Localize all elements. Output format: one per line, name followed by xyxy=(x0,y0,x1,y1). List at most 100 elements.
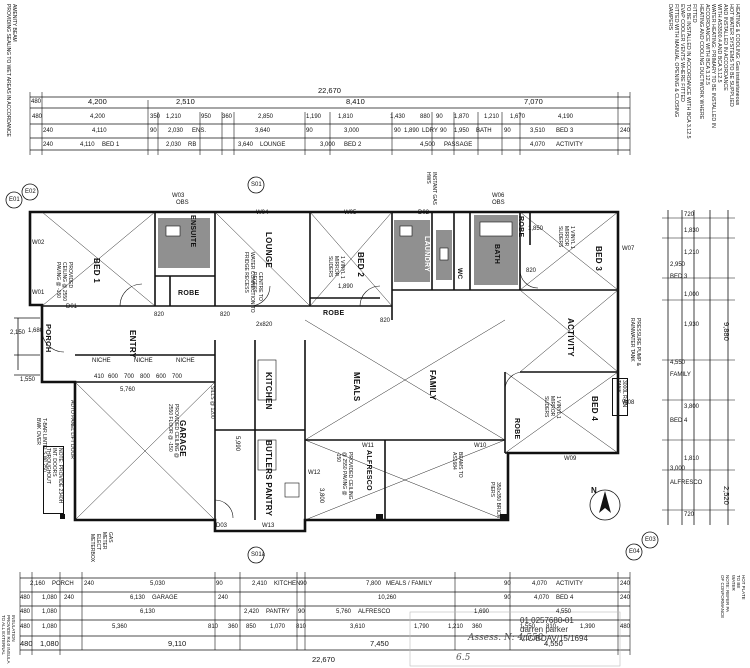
bottom-dim: 850 xyxy=(246,624,257,630)
window-code: W11 xyxy=(362,443,374,449)
room-label-robe2: ROBE xyxy=(323,310,345,317)
niche-label: NICHE xyxy=(176,358,195,364)
instant-gas-note: INSTANT GAS HWS xyxy=(425,172,437,205)
bottom-dim: 90 xyxy=(298,609,305,615)
dim-label: BATH xyxy=(476,128,492,134)
window-code: W08 xyxy=(622,400,635,406)
room-label-lounge: LOUNGE xyxy=(264,232,273,269)
note-line: TO ALL EXTERNAL xyxy=(0,615,6,656)
dim-label: 3,640 xyxy=(238,142,254,148)
dim-label: 3,640 xyxy=(255,128,271,134)
note-line: ACCORDANCE WITH BCA 3.12.5 xyxy=(703,4,710,85)
dim-label: 90 xyxy=(306,128,313,134)
bottom-dim: 240 xyxy=(218,595,229,601)
right-dim: BED 3 xyxy=(670,274,688,280)
window-code: W02 xyxy=(32,240,45,246)
right-dim: 720 xyxy=(684,212,695,218)
dim-label: 90 xyxy=(440,128,447,134)
window-code: W03 xyxy=(172,193,185,199)
room-label-bath: BATH xyxy=(493,244,500,265)
room-label-garage: GARAGE xyxy=(178,420,187,457)
window-code: W06 xyxy=(492,193,505,199)
section-marker: S01a xyxy=(251,552,266,558)
bottom-dim: 810 xyxy=(296,624,307,630)
dim-label: 4,200 xyxy=(90,114,106,120)
door-code: D01 xyxy=(66,304,78,310)
stamp-area-label: Assess. N: 4,550 xyxy=(468,633,544,643)
niche-dim: 410 xyxy=(94,374,105,380)
dim-label: 3,510 xyxy=(530,128,546,134)
bottom-dim: 7,450 xyxy=(370,639,389,648)
door-code: D02 xyxy=(418,210,430,216)
left-dim: 1,680 xyxy=(28,328,44,334)
dim-label: 480 xyxy=(32,114,43,120)
dim-label: 4,110 xyxy=(92,128,107,134)
dim-label: 2,850 xyxy=(258,114,274,120)
dim-label: 90 xyxy=(394,128,401,134)
lounge-centre-note: CENTRE TO RECESS xyxy=(251,272,263,301)
note-line: HOT PLATE xyxy=(741,575,746,600)
dim-label: 4,110 xyxy=(80,142,95,148)
bottom-dim: 2,420 xyxy=(244,609,260,615)
alfresco-ceiling-note: PROVIDED CEILING @ 2550 PAVING @ -150 xyxy=(335,452,354,500)
dim-label: LDRY xyxy=(422,128,438,134)
elevation-marker: E03 xyxy=(645,537,656,543)
garage-dim-a: 5,760 xyxy=(120,387,136,393)
right-dim: 2,950 xyxy=(670,262,686,268)
dim-label: 350 xyxy=(150,114,161,120)
brick-piers-note: 350x350 BRICK PIERS xyxy=(489,482,501,518)
note-line: HOT WATER SYSTEMS TO BE SUPPLIED xyxy=(727,4,734,107)
bottom-dim: 1,070 xyxy=(270,624,286,630)
dim-label: 1,950 xyxy=(454,128,470,134)
window-code: W13 xyxy=(262,523,275,529)
dim-label: ACTIVITY xyxy=(556,142,584,148)
window-code: W04 xyxy=(256,210,269,216)
note-line: PROVIDING SEALING TO WET AREAS IN ACCORD… xyxy=(5,4,12,137)
room-label-bed3: BED 3 xyxy=(594,246,603,272)
bottom-dim: 6,130 xyxy=(140,609,156,615)
bottom-dim: 1,790 xyxy=(414,624,430,630)
niche-dim: 820 xyxy=(526,268,537,274)
note-line: AMENITY BEAM xyxy=(11,4,17,42)
bottom-dim: 810 xyxy=(208,624,219,630)
pressure-pump-note: PRESSURE PUMP & RAINWATER TANK xyxy=(629,318,641,366)
niche-label: NICHE xyxy=(92,358,111,364)
obs-label: OBS xyxy=(492,200,505,206)
window-code: W09 xyxy=(564,456,577,462)
note-line: WATER HEATING: PRIMARY TO BE INSTALLED I… xyxy=(709,4,716,128)
garage-ceiling-note: PROVIDED CEILING @ 2550 FLOOR @ -150 xyxy=(167,404,179,458)
elevation-marker: E01 xyxy=(9,197,20,203)
kitchen-dim: 2x820 xyxy=(256,322,273,328)
gas-meter-note: GAS METER xyxy=(101,532,113,550)
bottom-dim: 1,080 xyxy=(42,609,58,615)
right-dim: 2,520 xyxy=(722,486,731,505)
bottom-dim: 5,030 xyxy=(150,581,166,587)
dim-label: 3,000 xyxy=(320,142,336,148)
dim-label: 1,430 xyxy=(390,114,406,120)
niche-dim: 600 xyxy=(108,374,119,380)
bottom-dim: 360 xyxy=(472,624,483,630)
bed4-sliders-note: 1 VINYL 1 MIRROR SLIDERS xyxy=(543,396,562,419)
dim-label: BED 1 xyxy=(102,142,120,148)
bottom-dim: 240 xyxy=(64,595,75,601)
bottom-dim: 1,080 xyxy=(40,639,59,648)
top-right-notes: HEATING & COOLING: Gas instantaneous HOT… xyxy=(667,4,740,139)
room-label-wc: WC xyxy=(456,268,463,280)
bottom-dim: 4,550 xyxy=(556,609,572,615)
bottom-dim: 5,760 xyxy=(336,609,352,615)
bottom-left-notes: INSULATION PROVIDE R4.0 INSULA TO ALL EX… xyxy=(0,615,16,667)
bottom-dim: 6,130 xyxy=(130,595,146,601)
bottom-dim: 5,360 xyxy=(112,624,128,630)
room-label-bed1: BED 1 xyxy=(92,258,101,284)
note-line: HEATING & COOLING: Gas instantaneous xyxy=(734,4,740,106)
niche-dim: 820 xyxy=(220,312,231,318)
dim-label: 3,000 xyxy=(344,128,360,134)
bottom-dim: 1,550 xyxy=(520,624,536,630)
bottom-dim: 480 xyxy=(20,595,31,601)
elect-meter-note: ELECT METERBOX xyxy=(89,534,101,563)
room-label-entry: ENTRY xyxy=(128,330,137,359)
niche-dim: 700 xyxy=(124,374,135,380)
room-label-family: FAMILY xyxy=(428,370,437,401)
bottom-dim: 90 xyxy=(300,581,307,587)
bottom-dim: 90 xyxy=(216,581,223,587)
